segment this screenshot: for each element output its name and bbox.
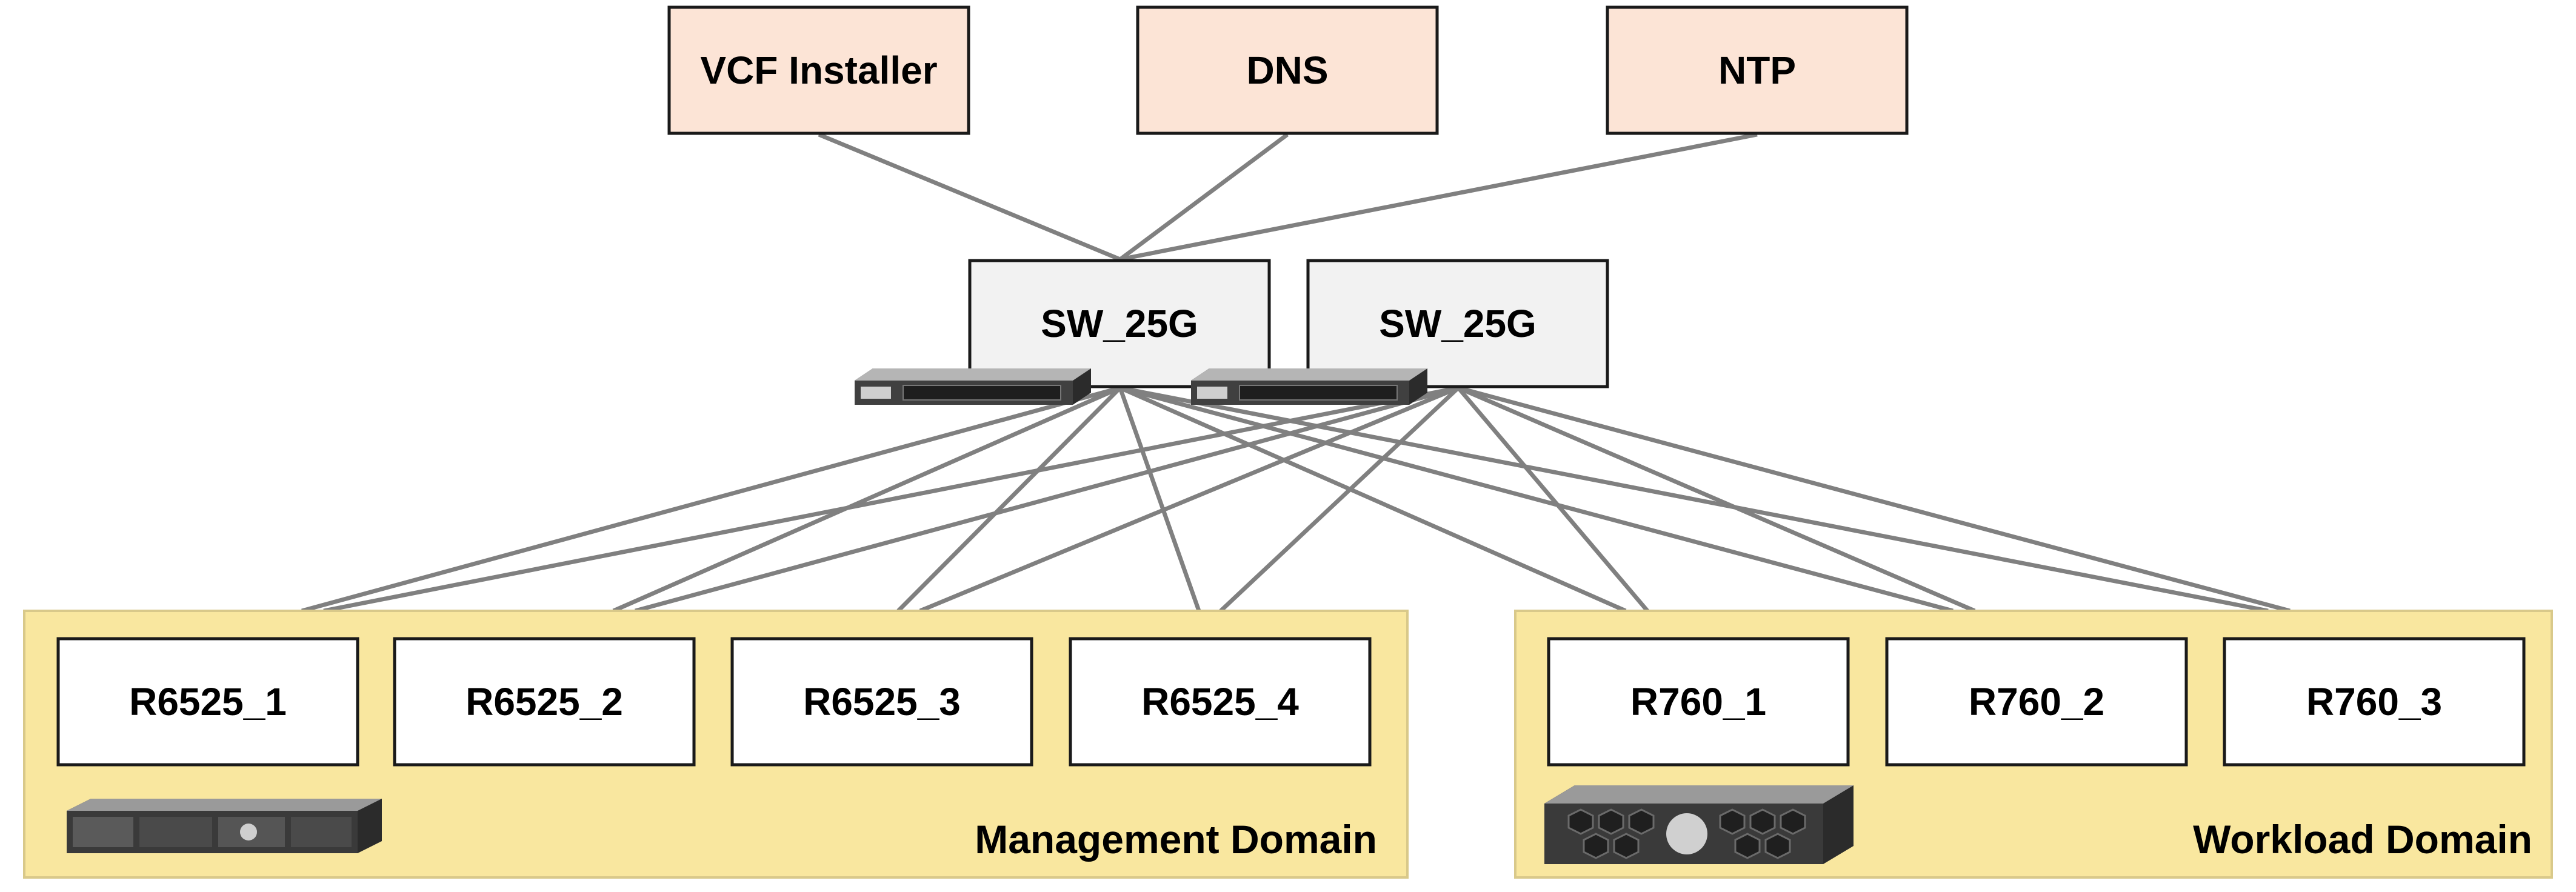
server-label: R6525_2 xyxy=(465,680,623,724)
server-box-r6525-2: R6525_2 xyxy=(393,637,696,767)
switch-2-to-server-3-link xyxy=(919,385,1460,613)
server-box-r760-3: R760_3 xyxy=(2223,637,2526,767)
switch-1-to-server-3-link xyxy=(896,386,1122,613)
server-box-r6525-1: R6525_1 xyxy=(56,637,359,767)
server-label: R6525_3 xyxy=(803,680,961,724)
service-label: VCF Installer xyxy=(700,48,937,92)
service-label: DNS xyxy=(1246,48,1328,92)
workload-domain-label: Workload Domain xyxy=(2193,817,2532,862)
server-box-r760-1: R760_1 xyxy=(1547,637,1850,767)
server-label: R760_2 xyxy=(1969,680,2104,724)
service-uplink-2 xyxy=(1118,133,1289,261)
switch-label: SW_25G xyxy=(1041,302,1198,345)
rack-server-1u-icon xyxy=(67,799,382,853)
service-uplink-1 xyxy=(818,132,1121,262)
switch-2-to-server-2-link xyxy=(635,385,1459,613)
switch-1-to-server-2-link xyxy=(612,385,1121,613)
server-label: R760_1 xyxy=(1630,680,1766,724)
service-box-ntp: NTP xyxy=(1606,5,1909,135)
switch-label: SW_25G xyxy=(1379,302,1537,345)
service-uplink-3 xyxy=(1119,132,1758,262)
switch-1-to-server-7-link xyxy=(1119,385,2269,613)
switch-1-to-server-1-link xyxy=(301,385,1121,613)
switch-1-to-server-4-link xyxy=(1118,387,1201,612)
server-box-r6525-4: R6525_4 xyxy=(1069,637,1372,767)
service-box-vcf-installer: VCF Installer xyxy=(667,5,970,135)
server-label: R6525_1 xyxy=(129,680,287,724)
switch-box-2: SW_25G xyxy=(1306,259,1609,388)
rack-server-2u-icon xyxy=(1544,785,1854,864)
switch-2-to-server-7-link xyxy=(1458,385,2291,613)
server-box-r760-2: R760_2 xyxy=(1885,637,2188,767)
network-switch-icon xyxy=(1191,368,1427,405)
server-box-r6525-3: R6525_3 xyxy=(730,637,1033,767)
switch-2-to-server-6-link xyxy=(1457,385,1976,613)
service-box-dns: DNS xyxy=(1136,5,1439,135)
switch-2-to-server-4-link xyxy=(1219,386,1460,613)
switch-2-to-server-5-link xyxy=(1457,386,1649,613)
management-domain-label: Management Domain xyxy=(975,817,1377,862)
server-label: R760_3 xyxy=(2306,680,2442,724)
network-links xyxy=(301,132,2291,613)
switch-1-to-server-5-link xyxy=(1119,385,1627,613)
service-label: NTP xyxy=(1718,48,1796,92)
switch-2-to-server-1-link xyxy=(323,385,1459,613)
network-switch-icon xyxy=(855,368,1091,405)
server-label: R6525_4 xyxy=(1141,680,1299,724)
switch-box-1: SW_25G xyxy=(968,259,1271,388)
